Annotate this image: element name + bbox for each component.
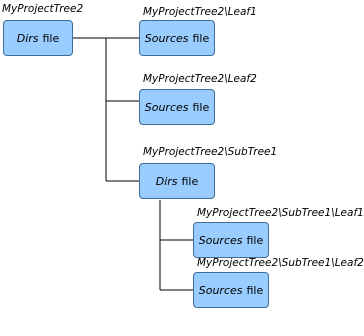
subtree1-path-label: MyProjectTree2\SubTree1 (143, 146, 278, 158)
subleaf2-path-label: MyProjectTree2\SubTree1\Leaf2 (197, 257, 364, 269)
node-kind: Sources (198, 283, 243, 297)
node-suffix: file (246, 283, 264, 297)
root-path-label: MyProjectTree2 (2, 3, 84, 15)
node-suffix: file (192, 100, 210, 114)
node-kind: Sources (198, 233, 243, 247)
node-kind: Dirs (155, 174, 178, 188)
subleaf2-sources-node: Sources file (193, 272, 269, 308)
node-kind: Sources (144, 31, 189, 45)
node-suffix: file (42, 31, 60, 45)
subtree1-dirs-node: Dirs file (139, 163, 215, 199)
node-kind: Dirs (16, 31, 39, 45)
leaf1-path-label: MyProjectTree2\Leaf1 (143, 6, 257, 18)
node-suffix: file (192, 31, 210, 45)
subleaf1-sources-node: Sources file (193, 222, 269, 258)
leaf2-path-label: MyProjectTree2\Leaf2 (143, 73, 257, 85)
root-dirs-node: Dirs file (3, 20, 73, 56)
node-suffix: file (181, 174, 199, 188)
leaf2-sources-node: Sources file (139, 89, 215, 125)
subleaf1-path-label: MyProjectTree2\SubTree1\Leaf1 (197, 207, 364, 219)
node-kind: Sources (144, 100, 189, 114)
node-suffix: file (246, 233, 264, 247)
leaf1-sources-node: Sources file (139, 20, 215, 56)
